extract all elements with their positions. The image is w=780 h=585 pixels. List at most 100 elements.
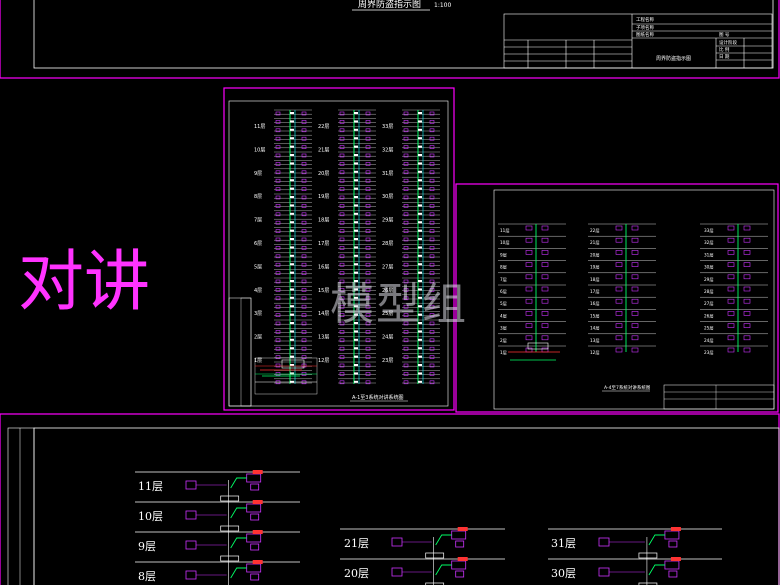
floor-label: 5层 (254, 264, 262, 270)
panel-b-caption: A-4至7系统对讲系统图 (604, 384, 651, 391)
floor-label: 10层 (138, 510, 163, 523)
floor-label: 19层 (318, 194, 329, 200)
panel-c-riser-group: 21层 20层 (340, 527, 505, 585)
title-block-text: 工程名称 子项名称 图纸名称 图 号 设计阶段 比 例 日 期 周界防盗指示图 (636, 16, 737, 62)
panel-a-caption: A-1至3系统对讲系统图 (352, 394, 403, 401)
floor-label: 4层 (500, 313, 507, 319)
floor-label: 8层 (500, 265, 507, 271)
floor-label: 24层 (382, 335, 393, 341)
intercom-label: 对讲 (18, 243, 150, 320)
floor-label: 33层 (382, 124, 393, 130)
watermark: 模型组 (330, 279, 468, 330)
floor-label: 5层 (500, 301, 507, 307)
floor-label: 21层 (344, 537, 369, 550)
panel-c: 11层 10层 9层 8层 21层 20层 31层 30层 (0, 413, 780, 585)
floor-label: 21层 (590, 240, 600, 246)
floor-label: 28层 (382, 241, 393, 247)
panel-c-riser-group: 11层 10层 9层 8层 (135, 470, 300, 585)
floor-label: 14层 (318, 311, 329, 317)
floor-label: 31层 (382, 171, 393, 177)
floor-label: 29层 (704, 277, 714, 283)
floor-label: 7层 (500, 277, 507, 283)
floor-label: 9层 (138, 540, 156, 553)
floor-label: 30层 (704, 265, 714, 271)
floor-label: 18层 (590, 277, 600, 283)
title-block (503, 13, 773, 69)
panel-a-legend (254, 357, 318, 395)
floor-label: 10层 (500, 240, 510, 246)
panel-b-control-box (527, 342, 549, 350)
floor-label: 14层 (590, 326, 600, 332)
floor-label: 20层 (318, 171, 329, 177)
panel-b-riser-column: 22层 21层 20层 19层 18层 17层 16层 15层 14层 13层 12层 (588, 223, 656, 356)
floor-label: 24层 (704, 338, 714, 344)
floor-label: 27层 (704, 301, 714, 307)
floor-label: 3层 (254, 311, 262, 317)
floor-label: 9层 (500, 252, 507, 258)
tb-drawing-name: 周界防盗指示图 (656, 55, 691, 62)
floor-label: 33层 (704, 228, 714, 234)
panel-a-riser-column: 33层 32层 31层 30层 29层 28层 27层 26层 25层 24层 23层 (382, 109, 440, 385)
floor-label: 11层 (254, 124, 265, 130)
tb-right-1: 图 号 (719, 32, 730, 38)
floor-label: 20层 (344, 567, 369, 580)
floor-label: 23层 (704, 350, 714, 356)
floor-label: 31层 (551, 537, 576, 550)
floor-label: 15层 (590, 313, 600, 319)
floor-label: 29层 (382, 218, 393, 224)
floor-label: 9层 (254, 171, 262, 177)
floor-label: 4层 (254, 288, 262, 294)
floor-label: 30层 (382, 194, 393, 200)
floor-label: 17层 (590, 289, 600, 295)
floor-label: 25层 (382, 311, 393, 317)
floor-label: 11层 (500, 228, 510, 234)
floor-label: 12层 (590, 350, 600, 356)
floor-label: 22层 (590, 228, 600, 234)
floor-label: 31层 (704, 252, 714, 258)
floor-label: 19层 (590, 265, 600, 271)
floor-label: 13层 (590, 338, 600, 344)
tb-row-2: 子项名称 (636, 24, 654, 31)
tb-row-1: 工程名称 (636, 16, 654, 23)
floor-label: 6层 (500, 289, 507, 295)
floor-label: 18层 (318, 218, 329, 224)
floor-label: 23层 (382, 358, 393, 364)
floor-label: 25层 (704, 326, 714, 332)
floor-label: 1层 (254, 358, 262, 364)
floor-label: 17层 (318, 241, 329, 247)
floor-label: 6层 (254, 241, 262, 247)
floor-label: 8层 (254, 194, 262, 200)
floor-label: 26层 (704, 313, 714, 319)
floor-label: 3层 (500, 326, 507, 332)
floor-label: 27层 (382, 264, 393, 270)
tb-row-3: 图纸名称 (636, 31, 654, 38)
tb-right-2: 设计阶段 (719, 39, 737, 46)
floor-label: 15层 (318, 288, 329, 294)
floor-label: 30层 (551, 567, 576, 580)
top-sheet-title: 周界防盗指示图 (358, 0, 421, 10)
top-sheet: 周界防盗指示图 1:100 工程名称 子项名称 图纸名称 (0, 0, 780, 79)
floor-label: 11层 (138, 480, 163, 493)
tb-right-3: 比 例 (719, 46, 730, 53)
floor-label: 12层 (318, 358, 329, 364)
top-sheet-scale: 1:100 (434, 2, 451, 9)
floor-label: 7层 (254, 218, 262, 224)
floor-label: 32层 (382, 147, 393, 153)
floor-label: 2层 (254, 335, 262, 341)
floor-label: 8层 (138, 570, 156, 583)
floor-label: 21层 (318, 147, 329, 153)
floor-label: 32层 (704, 240, 714, 246)
panel-a: 11层10层9层8层7层6层5层4层3层2层1层22层21层20层19层18层1… (223, 87, 455, 411)
panel-a-control-box (281, 359, 305, 369)
floor-label: 1层 (500, 350, 507, 356)
floor-label: 16层 (590, 301, 600, 307)
panel-b: 11层10层9层8层7层6层5层4层3层2层1层22层21层20层19层18层1… (455, 183, 779, 413)
floor-label: 16层 (318, 264, 329, 270)
floor-label: 20层 (590, 252, 600, 258)
floor-label: 26层 (382, 288, 393, 294)
